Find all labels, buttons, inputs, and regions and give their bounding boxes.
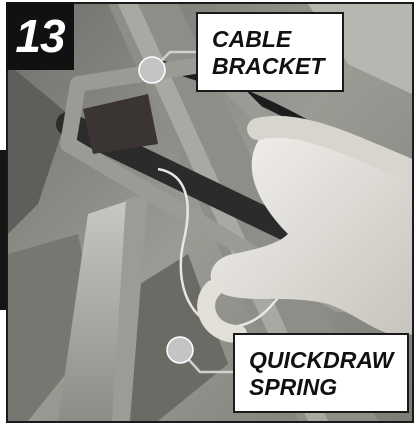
quickdraw-spring-label-line2: SPRING: [249, 374, 338, 400]
cable-bracket-label-line2: BRACKET: [212, 53, 325, 79]
cable-bracket-label: CABLE BRACKET: [196, 12, 344, 92]
thumb: [247, 115, 412, 180]
quickdraw-spring-wire: [157, 167, 299, 329]
stand-post-highlight: [118, 4, 328, 421]
camo-patch: [8, 64, 68, 234]
camo-patch: [8, 234, 98, 421]
rod-end-cap: [83, 94, 158, 154]
quickdraw-spring-label: QUICKDRAW SPRING: [233, 333, 409, 413]
stand-leg-side: [112, 194, 148, 421]
page-edge-tab: [0, 150, 7, 310]
finger: [197, 280, 247, 343]
step-number-badge: 13: [6, 2, 74, 70]
hand: [210, 132, 412, 337]
quickdraw-spring-label-line1: QUICKDRAW: [249, 347, 394, 373]
cable-bracket-label-line1: CABLE: [212, 26, 292, 52]
